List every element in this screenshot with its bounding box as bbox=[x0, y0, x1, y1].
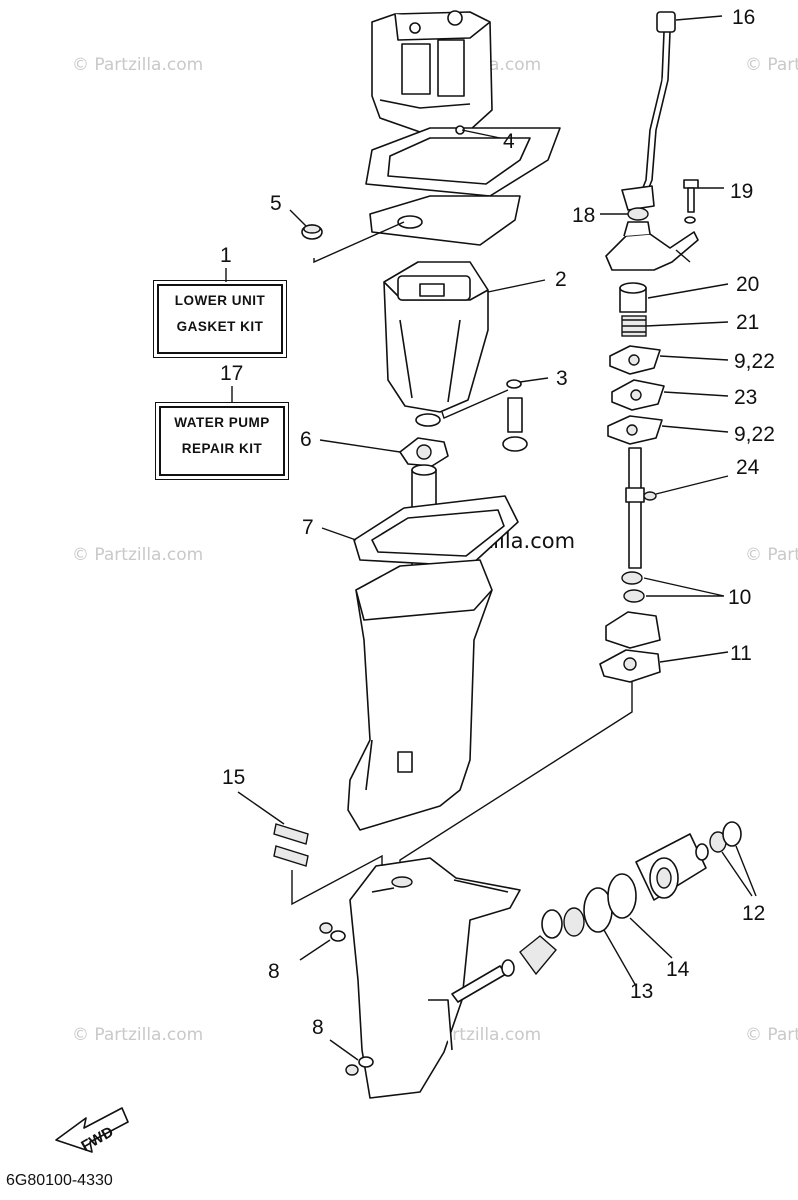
seals-12 bbox=[695, 821, 742, 861]
insert-cartridge-20 bbox=[619, 282, 647, 313]
callout-8-lower: 8 bbox=[312, 1016, 324, 1039]
plug-8-upper bbox=[319, 922, 346, 942]
key-24 bbox=[643, 491, 657, 501]
leader-6 bbox=[319, 439, 401, 453]
leader-8-lower bbox=[329, 1039, 359, 1061]
leader-5 bbox=[289, 209, 307, 227]
gasket-9-22-lower bbox=[607, 415, 663, 445]
watermark: © Partzilla.com bbox=[745, 55, 798, 75]
leader-9-22-upper bbox=[659, 355, 729, 361]
kit-label-line-1: WATER PUMP bbox=[174, 415, 270, 430]
kit-label-line-1: LOWER UNIT bbox=[174, 293, 266, 308]
callout-21: 21 bbox=[736, 311, 759, 334]
gasket-7 bbox=[353, 495, 519, 567]
grommet-18 bbox=[621, 185, 655, 221]
callout-5: 5 bbox=[270, 192, 282, 215]
leader-3-link bbox=[441, 389, 509, 419]
powerhead-block bbox=[371, 10, 493, 133]
leader-12 bbox=[721, 845, 757, 897]
callout-19: 19 bbox=[730, 180, 753, 203]
callout-8-upper: 8 bbox=[268, 960, 280, 983]
kit-label-line-2: REPAIR KIT bbox=[181, 441, 263, 456]
leader-16 bbox=[675, 15, 723, 21]
lower-unit-gasket-kit-box: LOWER UNIT GASKET KIT bbox=[153, 280, 287, 358]
diagram-reference-code: 6G80100-4330 bbox=[6, 1172, 113, 1189]
leader-15 bbox=[237, 791, 285, 825]
callout-20: 20 bbox=[736, 273, 759, 296]
outer-plate-23 bbox=[611, 379, 665, 411]
callout-12: 12 bbox=[742, 902, 765, 925]
callout-10: 10 bbox=[728, 586, 751, 609]
seal bbox=[415, 413, 441, 427]
leader-14 bbox=[629, 917, 673, 959]
callout-14: 14 bbox=[666, 958, 690, 981]
propeller-shaft bbox=[451, 907, 585, 1003]
o-ring-14 bbox=[607, 873, 637, 919]
leader-4 bbox=[461, 129, 501, 139]
callout-24: 24 bbox=[736, 456, 760, 479]
leader-5-link bbox=[313, 221, 405, 264]
drive-shaft bbox=[625, 447, 645, 569]
drive-shaft-housing bbox=[347, 559, 493, 831]
kit-label-line-2: GASKET KIT bbox=[176, 319, 264, 334]
leader-24 bbox=[655, 475, 729, 495]
water-pump-repair-kit-box: WATER PUMP REPAIR KIT bbox=[155, 402, 289, 480]
callout-16: 16 bbox=[732, 6, 755, 29]
gasket-6 bbox=[399, 437, 449, 467]
callout-3: 3 bbox=[556, 367, 568, 390]
pump-base bbox=[605, 611, 661, 649]
leader-23 bbox=[663, 391, 729, 397]
water-tube-16 bbox=[637, 11, 676, 201]
leader-9-22-lower bbox=[661, 425, 729, 433]
watermark: © Partzilla.com bbox=[72, 55, 203, 75]
leader-21 bbox=[645, 321, 729, 327]
upper-casing-2 bbox=[383, 261, 489, 413]
bolt-19 bbox=[683, 179, 699, 224]
leader-3 bbox=[519, 377, 549, 383]
callout-6: 6 bbox=[300, 428, 312, 451]
callout-9-22-upper: 9,22 bbox=[734, 350, 775, 373]
watermark: © Partzilla.com bbox=[72, 1025, 203, 1045]
callout-17: 17 bbox=[220, 362, 243, 385]
watermark: © Partzilla.com bbox=[745, 545, 798, 565]
anode-15 bbox=[273, 823, 309, 867]
watermark: © Partzilla.com bbox=[72, 545, 203, 565]
bearing-housing bbox=[635, 833, 707, 901]
callout-7: 7 bbox=[302, 516, 314, 539]
pump-housing bbox=[605, 221, 699, 271]
gasket-11 bbox=[599, 649, 661, 683]
callout-11: 11 bbox=[730, 642, 752, 665]
impeller-21 bbox=[621, 315, 647, 337]
gasket-9-22-upper bbox=[609, 345, 661, 375]
leader-10 bbox=[643, 577, 725, 597]
leader-13 bbox=[603, 929, 637, 987]
callout-18: 18 bbox=[572, 204, 595, 227]
fwd-arrow-icon: FWD bbox=[55, 1107, 129, 1155]
callout-15: 15 bbox=[222, 766, 245, 789]
grommet-3 bbox=[502, 379, 528, 452]
callout-1: 1 bbox=[220, 244, 232, 267]
powerhead-gasket bbox=[365, 125, 561, 197]
leader-20 bbox=[647, 283, 729, 299]
callout-4: 4 bbox=[503, 130, 515, 153]
grommet-5 bbox=[301, 224, 323, 240]
watermark: © Partzilla.com bbox=[745, 1025, 798, 1045]
callout-23: 23 bbox=[734, 386, 757, 409]
leader-11 bbox=[659, 651, 729, 663]
leader-2 bbox=[487, 279, 546, 293]
leader-8-upper bbox=[299, 939, 331, 961]
callout-9-22-lower: 9,22 bbox=[734, 423, 775, 446]
bearing-10 bbox=[621, 571, 645, 603]
plug-8-lower bbox=[345, 1056, 374, 1076]
callout-13: 13 bbox=[630, 980, 653, 1003]
leader-19-link bbox=[675, 249, 691, 263]
exhaust-plate bbox=[369, 195, 521, 246]
leader-7 bbox=[321, 527, 357, 541]
callout-2: 2 bbox=[555, 268, 567, 291]
